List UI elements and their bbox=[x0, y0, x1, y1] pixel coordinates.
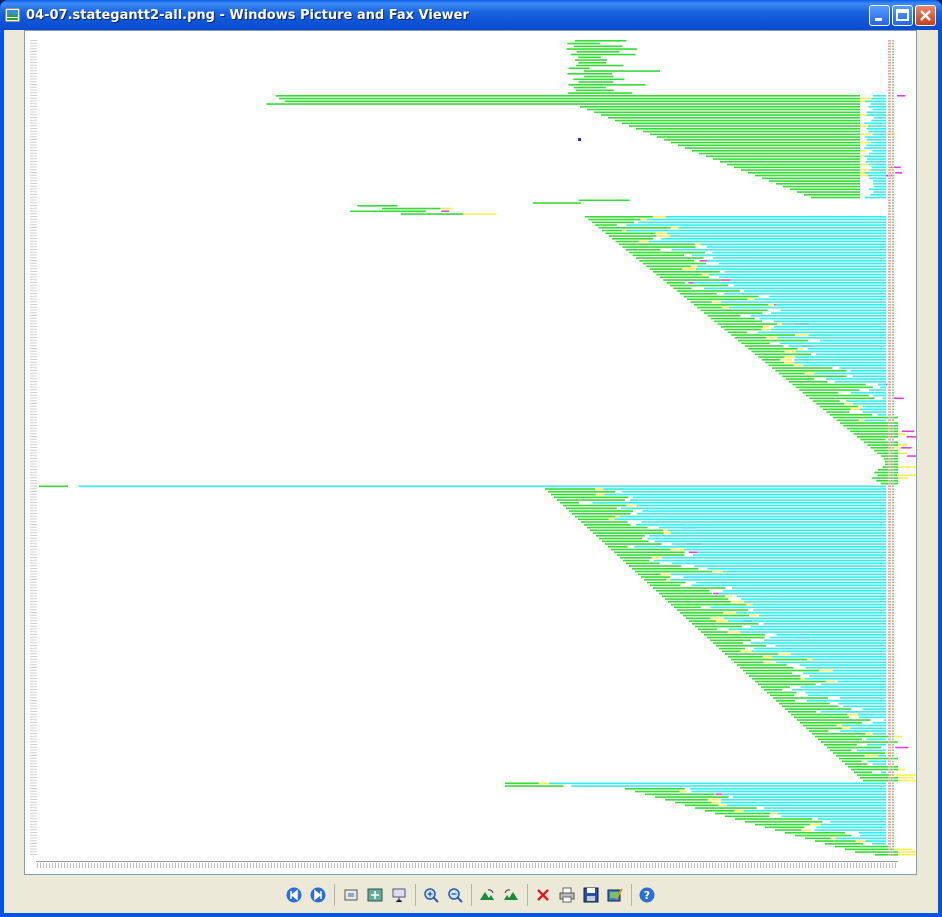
toolbar-separator bbox=[527, 884, 528, 906]
previous-image-button[interactable] bbox=[285, 886, 303, 904]
window-bottom-border bbox=[0, 913, 942, 917]
minimize-button[interactable] bbox=[869, 5, 890, 26]
save-icon bbox=[583, 887, 599, 903]
maximize-button[interactable] bbox=[892, 5, 913, 26]
toolbar-separator bbox=[631, 884, 632, 906]
next-image-button[interactable] bbox=[309, 886, 327, 904]
slideshow-icon bbox=[392, 888, 406, 903]
best-fit-button[interactable] bbox=[342, 886, 360, 904]
rotate-counterclockwise-button[interactable] bbox=[502, 886, 520, 904]
actual-size-button[interactable] bbox=[366, 886, 384, 904]
title-bar[interactable]: 04-07.stategantt2-all.png - Windows Pict… bbox=[0, 0, 942, 30]
svg-text:?: ? bbox=[644, 889, 650, 902]
edit-icon bbox=[607, 888, 623, 902]
close-icon bbox=[920, 10, 931, 21]
help-icon: ? bbox=[639, 887, 655, 903]
toolbar-separator bbox=[334, 884, 335, 906]
edit-button[interactable] bbox=[606, 886, 624, 904]
zoom-in-button[interactable] bbox=[422, 886, 440, 904]
window-title: 04-07.stategantt2-all.png - Windows Pict… bbox=[26, 8, 469, 23]
rotate-clockwise-button[interactable] bbox=[478, 886, 496, 904]
zoom-in-icon bbox=[424, 888, 439, 903]
maximize-icon bbox=[896, 9, 909, 21]
help-button[interactable]: ? bbox=[638, 886, 656, 904]
viewer-toolbar: ? bbox=[4, 878, 938, 913]
delete-icon bbox=[537, 889, 549, 901]
slideshow-button[interactable] bbox=[390, 886, 408, 904]
rotate-clockwise-icon bbox=[480, 889, 494, 900]
rotate-counterclockwise-icon bbox=[504, 889, 518, 900]
image-display-pane[interactable] bbox=[24, 30, 917, 875]
print-icon bbox=[559, 887, 575, 903]
zoom-out-button[interactable] bbox=[446, 886, 464, 904]
zoom-out-icon bbox=[448, 888, 463, 903]
viewer-client-area: ? bbox=[4, 30, 938, 913]
print-button[interactable] bbox=[558, 886, 576, 904]
toolbar-separator bbox=[471, 884, 472, 906]
best-fit-icon bbox=[344, 889, 358, 901]
minimize-icon bbox=[875, 18, 882, 21]
save-button[interactable] bbox=[582, 886, 600, 904]
actual-size-icon bbox=[367, 888, 383, 902]
delete-button[interactable] bbox=[534, 886, 552, 904]
state-gantt-image bbox=[30, 40, 916, 868]
previous-icon bbox=[286, 887, 302, 903]
next-icon bbox=[310, 887, 326, 903]
close-button[interactable] bbox=[915, 5, 936, 26]
toolbar-separator bbox=[415, 884, 416, 906]
picture-viewer-app-icon bbox=[5, 8, 20, 22]
